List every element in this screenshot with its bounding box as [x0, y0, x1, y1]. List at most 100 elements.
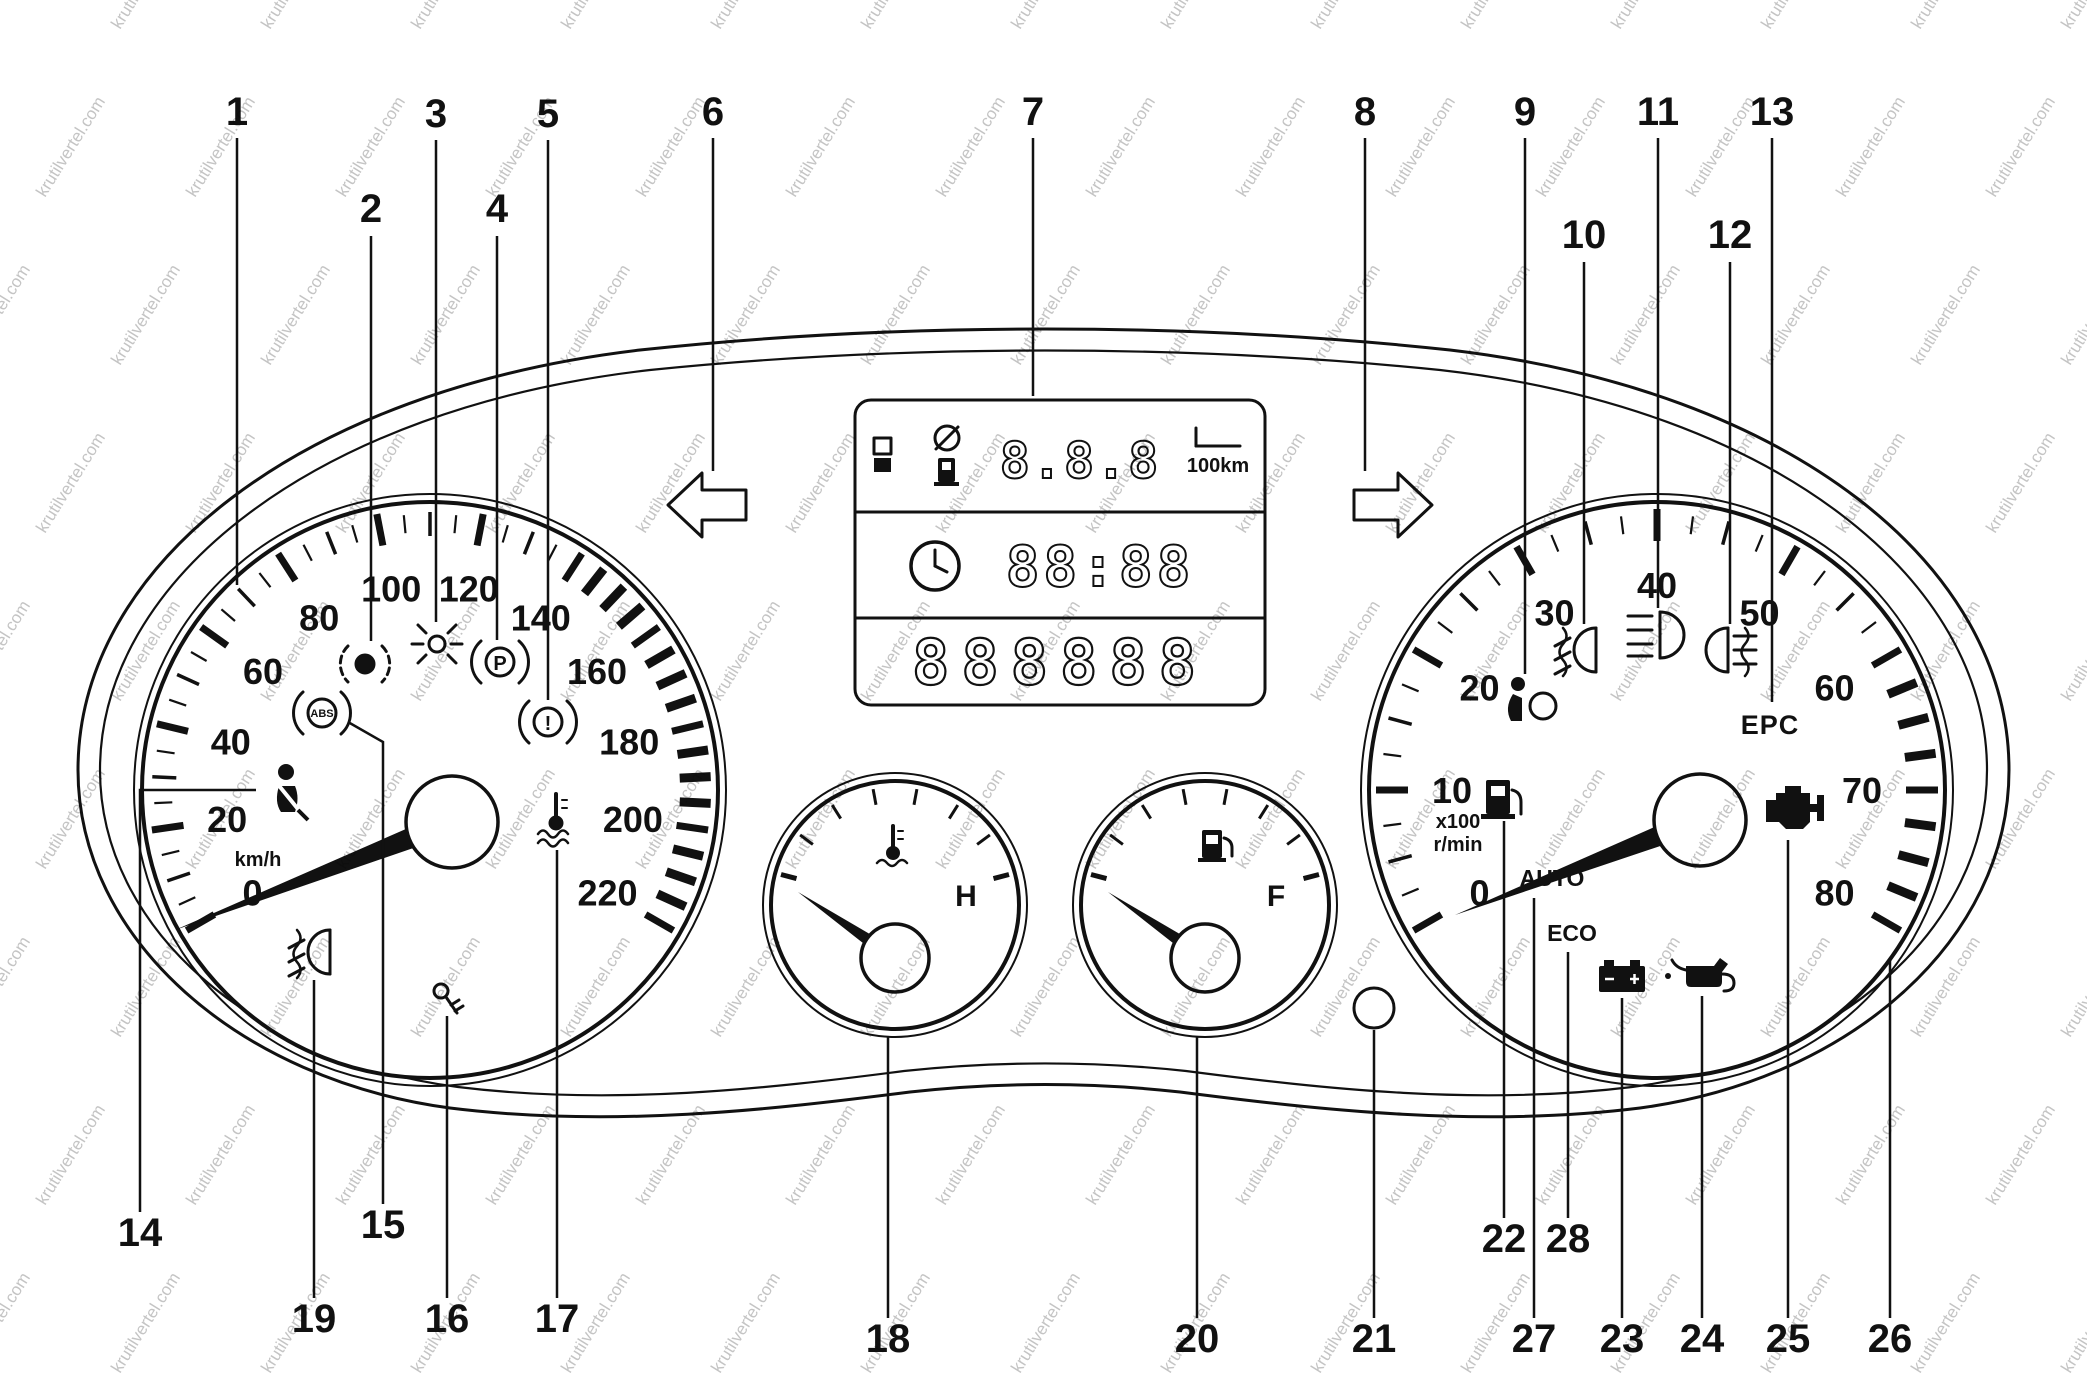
- watermark-text: krutilvertel.com: [1607, 0, 1684, 32]
- front-fog-light-icon: [287, 928, 332, 980]
- watermark-text: krutilvertel.com: [1082, 93, 1159, 200]
- dial-number: 120: [439, 569, 499, 610]
- odometer-digits: 888888: [912, 626, 1208, 699]
- consumption-unit: 100km: [1187, 426, 1249, 477]
- callout-number-19: 19: [292, 1297, 337, 1341]
- watermark-text: krutilvertel.com: [1307, 0, 1384, 32]
- airbag-icon: [1507, 677, 1558, 721]
- watermark-text: krutilvertel.com: [1457, 0, 1534, 32]
- watermark-text: krutilvertel.com: [782, 1101, 859, 1208]
- watermark-text: krutilvertel.com: [557, 0, 634, 32]
- watermark-text: krutilvertel.com: [107, 1269, 184, 1376]
- fuel-gauge: F: [1072, 772, 1338, 1038]
- callout-number-28: 28: [1546, 1217, 1591, 1261]
- watermark-text: krutilvertel.com: [2057, 261, 2087, 368]
- dial-number: 80: [1814, 873, 1854, 914]
- fuel-hub: [1169, 922, 1241, 994]
- watermark-text: krutilvertel.com: [1832, 93, 1909, 200]
- clock-row: 88:88: [909, 534, 1191, 601]
- callout-number-3: 3: [425, 92, 447, 136]
- watermark-text: krutilvertel.com: [107, 0, 184, 32]
- watermark-text: krutilvertel.com: [1232, 1101, 1309, 1208]
- callout-number-1: 1: [226, 90, 248, 134]
- seat-belt-icon: [274, 764, 310, 822]
- dial-number: 20: [207, 799, 247, 840]
- watermark-text: krutilvertel.com: [407, 1269, 484, 1376]
- high-beam-icon: [1626, 610, 1686, 660]
- watermark-text: krutilvertel.com: [2057, 933, 2087, 1040]
- callout-number-20: 20: [1175, 1317, 1220, 1361]
- watermark-text: krutilvertel.com: [2057, 1269, 2087, 1376]
- watermark-text: krutilvertel.com: [0, 0, 34, 32]
- watermark-text: krutilvertel.com: [32, 429, 109, 536]
- speedometer-needle: [175, 810, 457, 930]
- lcd-display: 8.8.8 100km 88:88 888888: [853, 398, 1267, 707]
- dial-number: 200: [603, 799, 663, 840]
- watermark-text: krutilvertel.com: [707, 0, 784, 32]
- turn-signal-right-arrow: [1352, 471, 1434, 539]
- tachometer-unit-line1: x100: [1436, 811, 1481, 833]
- watermark-text: krutilvertel.com: [1907, 261, 1984, 368]
- clock-icon: [909, 540, 961, 592]
- watermark-text: krutilvertel.com: [1232, 93, 1309, 200]
- watermark-text: krutilvertel.com: [482, 1101, 559, 1208]
- watermark-text: krutilvertel.com: [1757, 261, 1834, 368]
- fuel-pump-icon: [1198, 830, 1234, 862]
- callout-number-16: 16: [425, 1297, 470, 1341]
- svg-text:ABS: ABS: [310, 708, 333, 720]
- callout-number-13: 13: [1750, 90, 1795, 134]
- dial-number: 140: [511, 598, 571, 639]
- fuel-level-bars-icon: [872, 436, 893, 472]
- dial-number: 160: [567, 651, 627, 692]
- dial-number: 70: [1842, 770, 1882, 811]
- watermark-text: krutilvertel.com: [1007, 1269, 1084, 1376]
- tachometer-hub: [1652, 772, 1748, 868]
- callout-number-7: 7: [1022, 90, 1044, 134]
- temperature-gauge: H: [762, 772, 1028, 1038]
- watermark-text: krutilvertel.com: [407, 261, 484, 368]
- dial-number: 220: [577, 873, 637, 914]
- coolant-temperature-icon: [536, 792, 570, 848]
- turn-signal-left-arrow: [666, 471, 748, 539]
- parking-brake-icon: P: [470, 639, 530, 685]
- consumption-unit-label: 100km: [1187, 455, 1249, 477]
- tachometer-needle: [1455, 808, 1705, 915]
- watermark-text: krutilvertel.com: [1832, 1101, 1909, 1208]
- dial-number: 20: [1459, 668, 1499, 709]
- watermark-text: krutilvertel.com: [1982, 1101, 2059, 1208]
- watermark-text: krutilvertel.com: [257, 0, 334, 32]
- callout-line-15: [347, 720, 385, 1204]
- watermark-text: krutilvertel.com: [1907, 0, 1984, 32]
- watermark-text: krutilvertel.com: [0, 261, 34, 368]
- dial-number: 0: [242, 873, 262, 914]
- watermark-text: krutilvertel.com: [1982, 93, 2059, 200]
- callout-number-5: 5: [537, 92, 559, 136]
- callout-number-18: 18: [866, 1317, 911, 1361]
- watermark-text: krutilvertel.com: [1682, 1101, 1759, 1208]
- tachometer-unit-line2: r/min: [1434, 834, 1483, 856]
- trip-reset-button: [1352, 986, 1396, 1030]
- dial-number: 30: [1534, 593, 1574, 634]
- eco-label: ECO: [1547, 920, 1597, 946]
- callout-number-24: 24: [1680, 1317, 1725, 1361]
- key-icon: [432, 982, 465, 1015]
- watermark-text: krutilvertel.com: [1757, 0, 1834, 32]
- watermark-text: krutilvertel.com: [2057, 597, 2087, 704]
- svg-text:P: P: [493, 653, 506, 675]
- callout-number-22: 22: [1482, 1217, 1527, 1261]
- temperature-high-label: H: [955, 880, 977, 913]
- dial-number: 80: [299, 598, 339, 639]
- callout-number-8: 8: [1354, 90, 1376, 134]
- brake-pad-wear-icon: [338, 644, 392, 684]
- watermark-text: krutilvertel.com: [332, 1101, 409, 1208]
- dial-number: 180: [599, 722, 659, 763]
- callout-number-27: 27: [1512, 1317, 1557, 1361]
- fuel-consumption-row: 8.8.8 100km: [872, 424, 1249, 491]
- callout-number-10: 10: [1562, 213, 1607, 257]
- callout-number-11: 11: [1637, 90, 1679, 134]
- watermark-text: krutilvertel.com: [632, 93, 709, 200]
